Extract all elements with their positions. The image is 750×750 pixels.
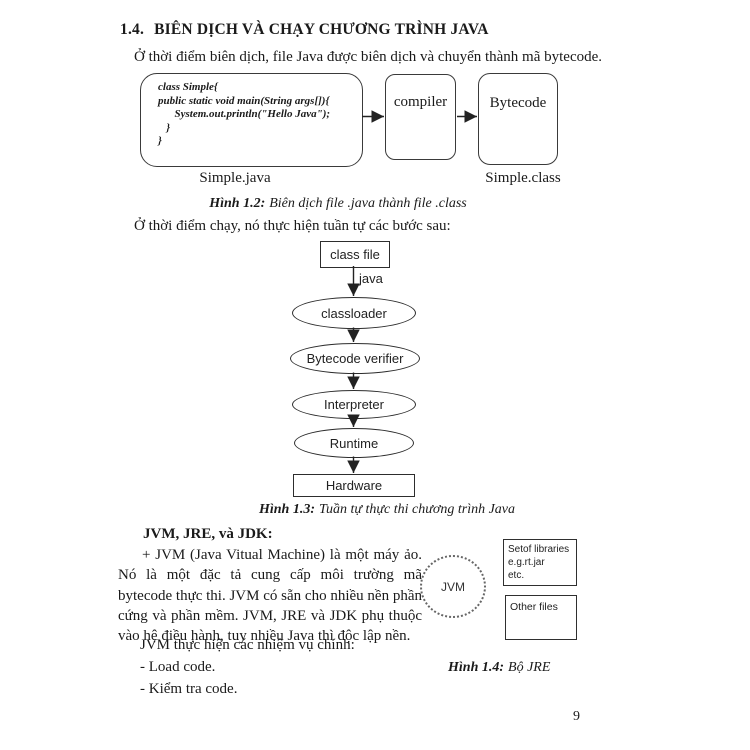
java-arrow-label: java — [359, 271, 383, 286]
libraries-line: e.g.rt.jar — [508, 557, 545, 568]
bytecode-box: Bytecode — [478, 73, 558, 165]
flow-node-classloader: classloader — [292, 297, 416, 329]
caption-text: Tuần tự thực thi chương trình Java — [318, 502, 516, 517]
jvm-task-load: - Load code. — [140, 659, 216, 675]
source-code-box: class Simple{ public static void main(St… — [140, 73, 363, 167]
compiler-box: compiler — [385, 74, 456, 160]
source-code: class Simple{ public static void main(St… — [141, 74, 362, 149]
paragraph-intro-compile: Ở thời điểm biên dịch, file Java được bi… — [134, 49, 603, 65]
figure-1-3-caption: Hình 1.3:Tuần tự thực thi chương trình J… — [237, 502, 537, 518]
jvm-tasks-intro: JVM thực hiện các nhiệm vụ chính: — [140, 637, 355, 653]
libraries-line: Setof libraries — [508, 544, 570, 555]
figure-1-4-caption: Hình 1.4:Bộ JRE — [448, 660, 550, 676]
jvm-subsection-heading: JVM, JRE, và JDK: — [143, 526, 273, 542]
code-line: public static void main(String args[]){ — [158, 94, 330, 107]
simple-class-label: Simple.class — [485, 170, 561, 186]
jvm-paragraph: + JVM (Java Vitual Machine) là một máy ả… — [118, 547, 422, 645]
section-title: BIÊN DỊCH VÀ CHẠY CHƯƠNG TRÌNH JAVA — [154, 21, 489, 38]
flow-node-bytecode-verifier: Bytecode verifier — [290, 343, 420, 374]
code-line: System.out.println("Hello Java"); — [158, 108, 331, 120]
class-file-box: class file — [320, 241, 390, 268]
page-number: 9 — [573, 709, 580, 724]
caption-text: Bộ JRE — [508, 660, 551, 675]
jvm-task-check: - Kiểm tra code. — [140, 681, 238, 697]
libraries-box: Setof libraries e.g.rt.jar etc. — [503, 539, 577, 586]
code-line: class Simple{ — [158, 81, 218, 93]
section-heading: 1.4. BIÊN DỊCH VÀ CHẠY CHƯƠNG TRÌNH JAVA — [120, 21, 489, 39]
section-number: 1.4. — [120, 21, 145, 38]
caption-number: Hình 1.3: — [258, 502, 315, 517]
caption-text: Biên dịch file .java thành file .class — [269, 196, 467, 211]
caption-number: Hình 1.4: — [448, 660, 505, 675]
caption-number: Hình 1.2: — [209, 196, 266, 211]
paragraph-intro-run: Ở thời điểm chạy, nó thực hiện tuần tự c… — [134, 218, 451, 234]
hardware-box: Hardware — [293, 474, 415, 497]
code-line: } — [158, 135, 162, 147]
figure-1-2-caption: Hình 1.2:Biên dịch file .java thành file… — [188, 196, 488, 212]
code-line: } — [158, 121, 171, 134]
other-files-box: Other files — [505, 595, 577, 640]
flow-node-runtime: Runtime — [294, 428, 414, 458]
simple-java-label: Simple.java — [199, 170, 271, 186]
libraries-line: etc. — [508, 570, 525, 581]
jvm-dotted-circle: JVM — [420, 555, 486, 618]
flow-node-interpreter: Interpreter — [292, 390, 416, 419]
